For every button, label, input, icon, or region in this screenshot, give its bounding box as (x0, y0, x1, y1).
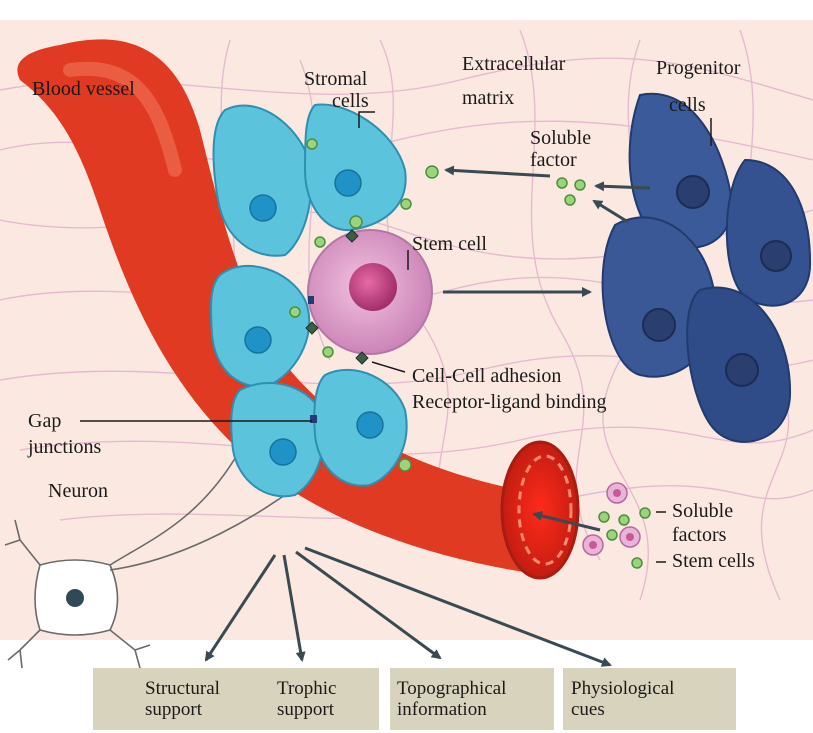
box-trophic-support-line2: support (277, 699, 379, 720)
label-progenitor-line2: cells (669, 94, 706, 116)
box-trophic-support-line1: Trophic (277, 678, 379, 699)
label-stem-cells: Stem cells (672, 550, 755, 572)
box-topographical-information: Topographical information (390, 668, 554, 730)
label-cell-cell-adhesion: Cell-Cell adhesion (412, 365, 561, 387)
label-progenitor-line1: Progenitor (656, 57, 740, 79)
box-topographical-information-line1: Topographical (397, 678, 554, 699)
label-soluble-factor-line1: Soluble (530, 127, 591, 149)
label-gap-line1: Gap (28, 410, 61, 432)
box-trophic-support: Trophic support (265, 668, 379, 730)
box-physiological-cues: Physiological cues (563, 668, 736, 730)
label-receptor-ligand: Receptor-ligand binding (412, 391, 607, 413)
label-stromal-line1: Stromal (304, 68, 367, 90)
box-topographical-information-line2: information (397, 699, 554, 720)
neuron-nucleus (66, 589, 84, 607)
label-stem-cell: Stem cell (412, 233, 487, 255)
label-stromal-line2: cells (332, 90, 369, 112)
label-blood-vessel: Blood vessel (32, 78, 135, 100)
label-soluble-factor-line2: factor (530, 149, 577, 171)
label-soluble-factors-line2: factors (672, 524, 726, 546)
label-gap-line2: junctions (28, 436, 101, 458)
box-physiological-cues-line2: cues (571, 699, 736, 720)
label-ecm-line1: Extracellular (462, 53, 565, 75)
vessel-lumen (502, 442, 578, 578)
label-soluble-factors-line1: Soluble (672, 500, 733, 522)
label-neuron: Neuron (48, 480, 108, 502)
stem-cell-nucleus (349, 263, 397, 311)
label-ecm-line2: matrix (462, 87, 514, 109)
box-physiological-cues-line1: Physiological (571, 678, 736, 699)
